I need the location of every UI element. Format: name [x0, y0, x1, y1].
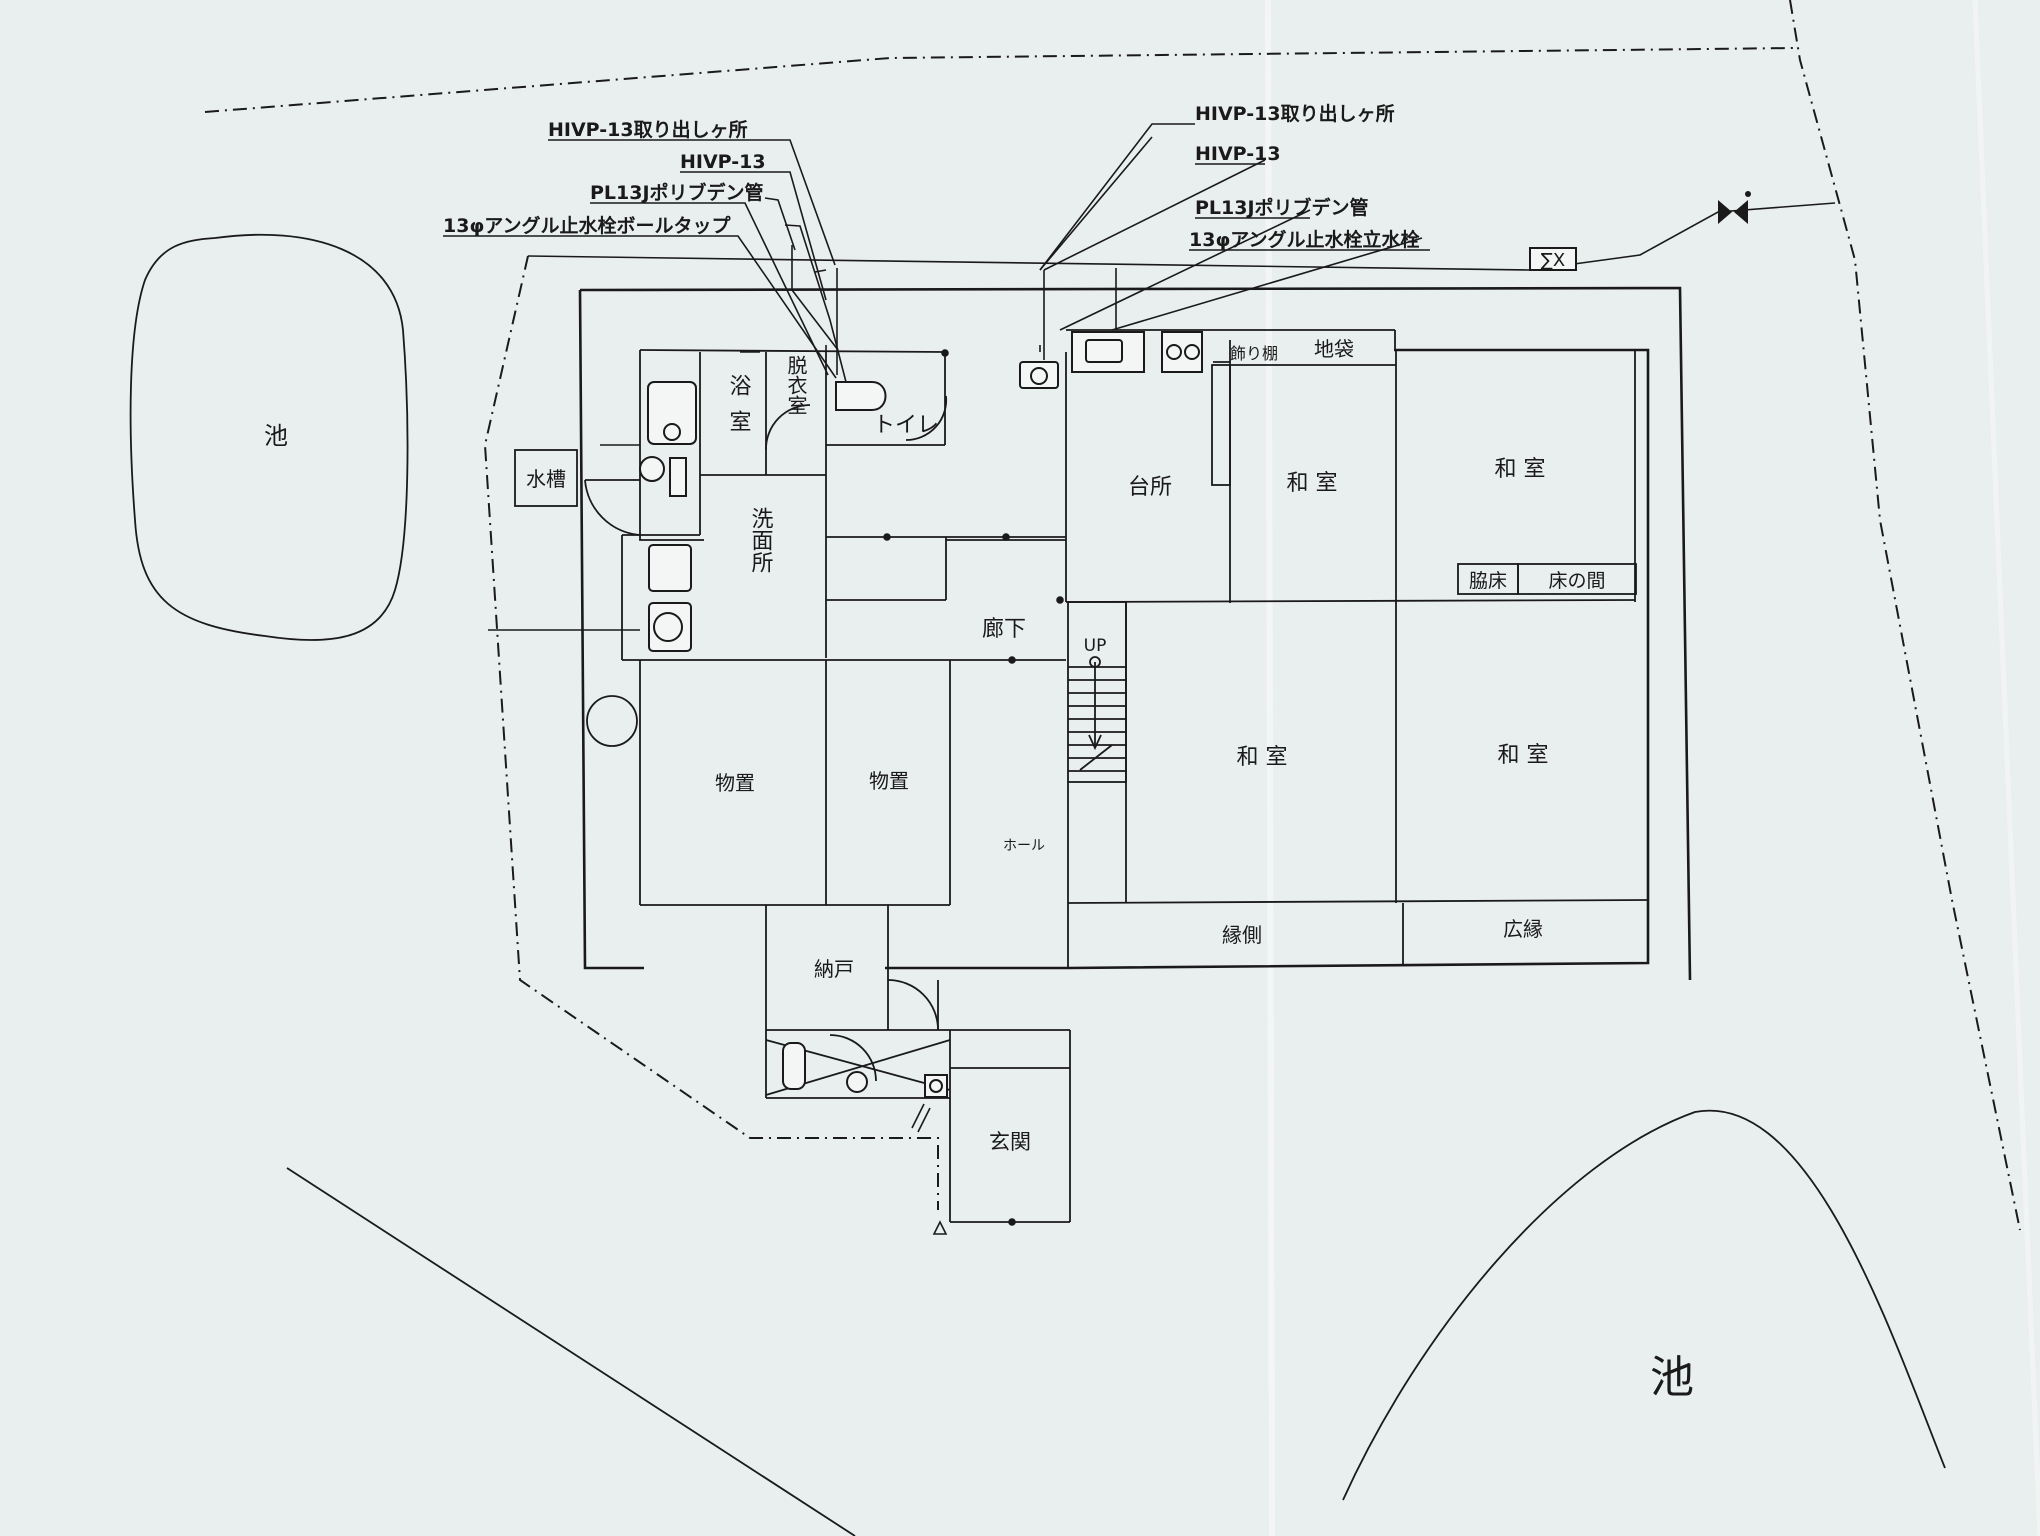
room-jibukuro: 地袋: [1314, 337, 1354, 361]
annotation-left-4: 13φアングル止水栓ボールタップ: [443, 214, 732, 237]
room-washitsu-4: 和 室: [1498, 743, 1549, 768]
pipe-routes: [488, 136, 1423, 1235]
property-boundary: [204, 0, 2021, 1536]
annotation-right-1: HIVP-13取り出しヶ所: [1195, 102, 1395, 125]
room-dressing: 脱衣室: [784, 355, 808, 415]
room-hallway: 廊下: [982, 617, 1026, 642]
room-washitsu-2: 和 室: [1495, 457, 1546, 482]
annotation-left-1: HIVP-13取り出しヶ所: [548, 118, 748, 141]
room-decor-shelf: 飾り棚: [1230, 344, 1278, 363]
toilet-fixture: [835, 381, 887, 411]
vent-circle: [586, 695, 638, 747]
room-toilet: トイレ: [873, 413, 939, 438]
svg-text:∑X: ∑X: [1541, 250, 1565, 271]
wash-basin: [648, 544, 692, 592]
room-engawa-1: 縁側: [1222, 923, 1262, 947]
annotation-left-3: PL13Jポリブデン管: [590, 181, 764, 204]
room-tokonoma: 床の間: [1548, 570, 1605, 592]
pond-right-outline: [1342, 1109, 1946, 1501]
room-closet: 納戸: [814, 957, 854, 981]
pond-right-label: 池: [1650, 1352, 1694, 1403]
stairs-up-label: UP: [1084, 636, 1107, 656]
room-engawa-2: 広縁: [1503, 917, 1543, 941]
water-tank-box: [514, 449, 578, 507]
room-storage-2: 物置: [869, 769, 909, 793]
annotation-right-4: 13φアングル止水栓立水栓: [1189, 228, 1420, 251]
room-bath: 浴室: [726, 374, 752, 446]
room-washroom: 洗面所: [748, 507, 774, 573]
annotation-right-3: PL13Jポリブデン管: [1195, 196, 1369, 219]
doors: [584, 395, 948, 1082]
bathtub: [647, 381, 697, 445]
fixtures: [514, 331, 1203, 1098]
room-hall: ホール: [1003, 838, 1045, 854]
annotation-left-2: HIVP-13: [680, 151, 766, 173]
room-water-tank: 水槽: [526, 467, 566, 491]
site-outline: [483, 255, 939, 1210]
pond-left-outline: [129, 233, 409, 641]
pond-left-label: 池: [264, 422, 288, 450]
toilet-2: [782, 1042, 806, 1090]
room-kitchen: 台所: [1128, 475, 1172, 500]
annotation-labels: HIVP-13取り出しヶ所 HIVP-13 PL13Jポリブデン管 13φアング…: [443, 102, 1420, 251]
building-walls: [578, 286, 1692, 1223]
room-washitsu-1: 和 室: [1287, 471, 1338, 496]
room-entrance: 玄関: [989, 1130, 1031, 1154]
room-storage-1: 物置: [715, 771, 755, 795]
room-washitsu-3: 和 室: [1237, 745, 1288, 770]
room-wakidoko: 脇床: [1469, 570, 1507, 592]
room-labels: 水槽 浴室 脱衣室 トイレ 洗面所 台所 飾り棚 地袋 和 室 和 室 脇床 床…: [526, 337, 1606, 1154]
annotation-right-2: HIVP-13: [1195, 143, 1281, 165]
annotation-leaders: [443, 123, 1430, 379]
